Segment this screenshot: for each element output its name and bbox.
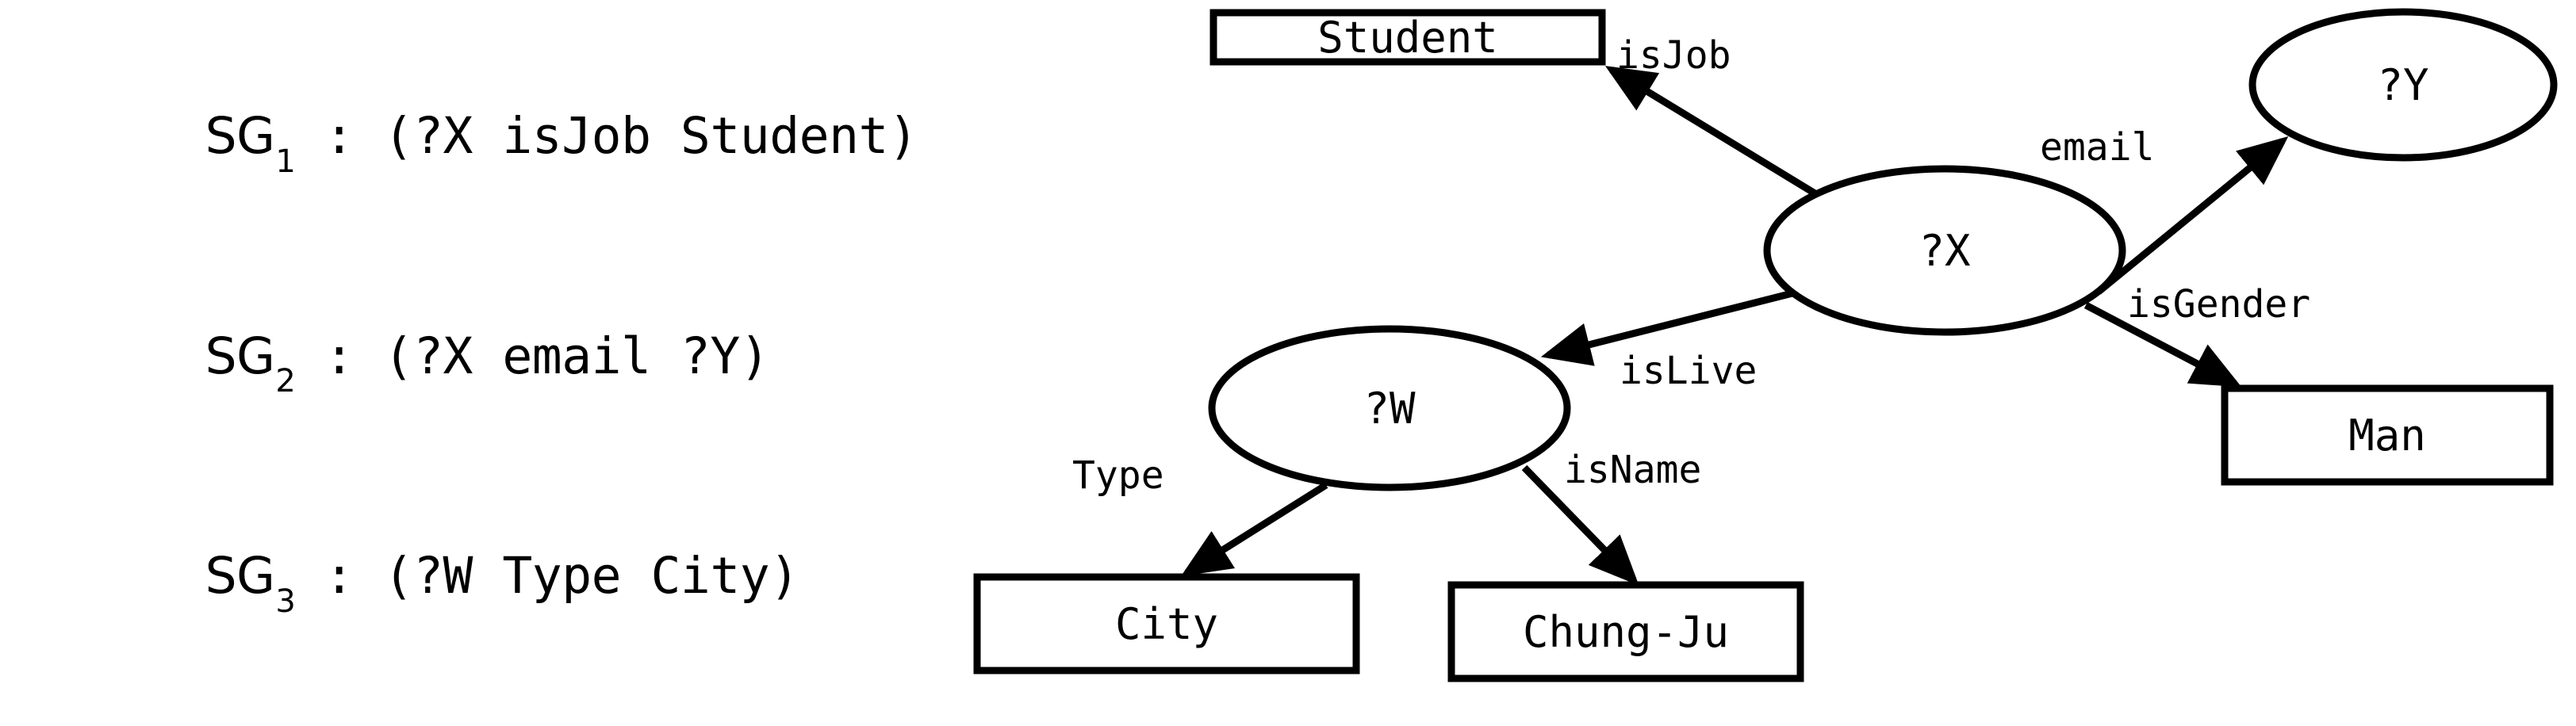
subgoal-triple: (?X email ?Y)	[383, 327, 770, 385]
edge-label-text: email	[2040, 125, 2155, 170]
subgoal-name: SG	[205, 107, 275, 165]
node-man[interactable]	[2221, 384, 2554, 486]
edge-label-text: isJob	[1616, 33, 1731, 78]
subgoal-name: SG	[205, 327, 275, 385]
edge-isname-label: isName	[1564, 448, 1701, 492]
subgoal-separator: :	[294, 107, 384, 165]
edge-islive[interactable]	[1540, 289, 1794, 366]
subgoal-index: 3	[275, 583, 296, 620]
list-item: SG3 : (?W Type City)	[27, 475, 1106, 695]
node-var-x[interactable]	[1763, 165, 2126, 336]
node-var-w[interactable]	[1208, 325, 1571, 491]
edge-label-text: isName	[1564, 448, 1702, 492]
edge-type-label: Type	[1072, 453, 1164, 498]
node-chung-ju[interactable]	[1447, 581, 1804, 682]
edge-islive-label: isLive	[1620, 349, 1757, 393]
node-student[interactable]	[1209, 9, 1606, 66]
subgoal-separator: :	[294, 327, 384, 385]
edge-isjob[interactable]	[1604, 66, 1819, 197]
edge-email-label: email	[2040, 125, 2155, 170]
edge-email[interactable]	[2096, 136, 2289, 295]
subgoal-list: SG1 : (?X isJob Student) SG2 : (?X email…	[27, 35, 1106, 726]
node-var-y[interactable]	[2248, 8, 2558, 162]
edge-type[interactable]	[1180, 482, 1328, 577]
node-city[interactable]	[973, 573, 1360, 674]
edge-isname[interactable]	[1521, 464, 1639, 586]
list-item: SG1 : (?X isJob Student)	[27, 35, 1106, 255]
subgoal-index: 2	[275, 363, 296, 400]
list-item: SG2 : (?X email ?Y)	[27, 255, 1106, 476]
edge-isgender-label: isGender	[2127, 282, 2310, 327]
subgoal-name: SG	[205, 547, 275, 606]
edge-label-text: isLive	[1620, 349, 1758, 393]
edge-label-text: isGender	[2127, 282, 2311, 327]
edge-isgender[interactable]	[2083, 302, 2242, 388]
subgoal-separator: :	[294, 547, 384, 606]
subgoal-triple: (?X isJob Student)	[383, 107, 918, 165]
edge-isjob-label: isJob	[1616, 33, 1731, 78]
subgoal-index: 1	[275, 143, 296, 180]
edge-label-text: Type	[1072, 453, 1164, 498]
subgoal-triple: (?W Type City)	[383, 547, 800, 606]
